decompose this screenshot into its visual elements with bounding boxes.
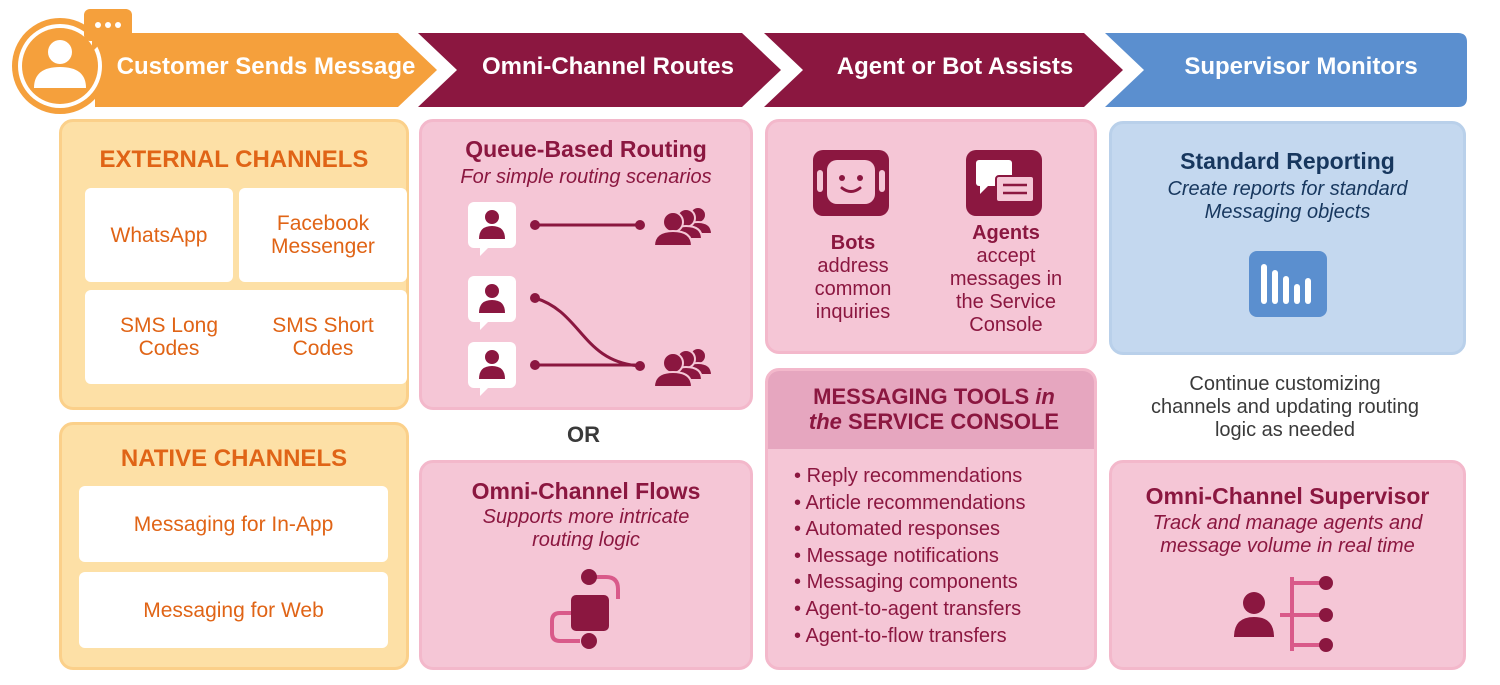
supervisor-subtitle: Track and manage agents and message volu…: [1152, 512, 1423, 557]
step-3-label: Agent or Bot Assists: [836, 53, 1074, 80]
list-item: • Message notifications: [794, 544, 999, 567]
step-2-label: Omni-Channel Routes: [481, 53, 734, 80]
user-bubble-icon: [468, 276, 516, 330]
channel-sms-long-codes: SMS Long Codes: [85, 290, 253, 384]
bots-description: Bots address common inquiries: [790, 232, 916, 324]
or-label: OR: [567, 422, 600, 447]
step-3-arrow: [764, 33, 1123, 107]
omni-flows-subtitle: Supports more intricate routing logic: [482, 506, 690, 551]
tools-header-part4: SERVICE CONSOLE: [848, 409, 1060, 434]
group-icon: [652, 347, 714, 388]
bar-chart-icon: [1249, 251, 1327, 317]
agents-text: accept messages in the Service Console: [949, 245, 1063, 336]
channel-sms-short-codes: SMS Short Codes: [239, 290, 407, 384]
tools-header-part1: MESSAGING TOOLS: [813, 384, 1030, 409]
user-bubble-icon: [468, 202, 516, 256]
list-item: • Automated responses: [794, 518, 1001, 541]
list-item: • Agent-to-agent transfers: [794, 597, 1022, 620]
bots-text: address common inquiries: [814, 255, 892, 323]
agents-title: Agents: [972, 222, 1040, 244]
native-channels-title: NATIVE CHANNELS: [120, 445, 348, 472]
list-item: • Agent-to-flow transfers: [794, 624, 1007, 647]
channel-whatsapp: WhatsApp: [85, 188, 233, 282]
assist-panel: Bots address common inquiries Agents acc…: [765, 119, 1097, 354]
omni-flows-panel: Omni-Channel Flows Supports more intrica…: [419, 460, 753, 670]
channel-messaging-in-app: Messaging for In-App: [79, 486, 388, 562]
flow-icon: [550, 569, 620, 649]
step-4-arrow: [1105, 33, 1467, 107]
agents-description: Agents accept messages in the Service Co…: [936, 222, 1076, 337]
tools-panel: MESSAGING TOOLS in the SERVICE CONSOLE •…: [765, 368, 1097, 670]
queue-routing-title: Queue-Based Routing: [465, 136, 707, 162]
channel-facebook-messenger: Facebook Messenger: [239, 188, 407, 282]
queue-routing-panel: Queue-Based Routing For simple routing s…: [419, 119, 753, 410]
step-1-arrow: [95, 33, 437, 107]
tools-header-part3: the: [808, 409, 842, 434]
supervisor-icon: [1234, 576, 1333, 652]
native-channels-panel: NATIVE CHANNELS Messaging for In-App Mes…: [59, 422, 409, 670]
tools-list: • Reply recommendations • Article recomm…: [794, 463, 1026, 649]
reporting-subtitle: Create reports for standard Messaging ob…: [1167, 178, 1408, 223]
tools-header: MESSAGING TOOLS in the SERVICE CONSOLE: [768, 371, 1094, 449]
list-item: • Messaging components: [794, 571, 1018, 594]
continue-text: Continue customizing channels and updati…: [1151, 373, 1419, 441]
reporting-panel: Standard Reporting Create reports for st…: [1109, 121, 1466, 355]
list-item: • Article recommendations: [794, 491, 1026, 514]
bots-title: Bots: [830, 232, 876, 254]
external-channels-panel: EXTERNAL CHANNELS WhatsApp Facebook Mess…: [59, 119, 409, 410]
group-icon: [652, 206, 714, 247]
supervisor-title: Omni-Channel Supervisor: [1145, 483, 1430, 509]
agent-chat-icon: [966, 150, 1042, 216]
user-chat-icon: [12, 9, 132, 114]
step-2-arrow: [418, 33, 781, 107]
list-item: • Reply recommendations: [794, 465, 1023, 487]
supervisor-panel: Omni-Channel Supervisor Track and manage…: [1109, 460, 1466, 670]
queue-routing-diagram: [468, 202, 714, 396]
step-4-label: Supervisor Monitors: [1184, 53, 1418, 80]
step-1-label: Customer Sends Message: [116, 53, 416, 80]
omni-flows-title: Omni-Channel Flows: [471, 478, 701, 504]
queue-routing-subtitle: For simple routing scenarios: [460, 166, 712, 188]
reporting-title: Standard Reporting: [1180, 148, 1395, 174]
process-header: [12, 9, 1467, 114]
tools-header-part2: in: [1035, 384, 1055, 409]
user-bubble-icon: [468, 342, 516, 396]
bot-icon: [813, 150, 889, 216]
external-channels-title: EXTERNAL CHANNELS: [99, 146, 369, 173]
channel-messaging-web: Messaging for Web: [79, 572, 388, 648]
